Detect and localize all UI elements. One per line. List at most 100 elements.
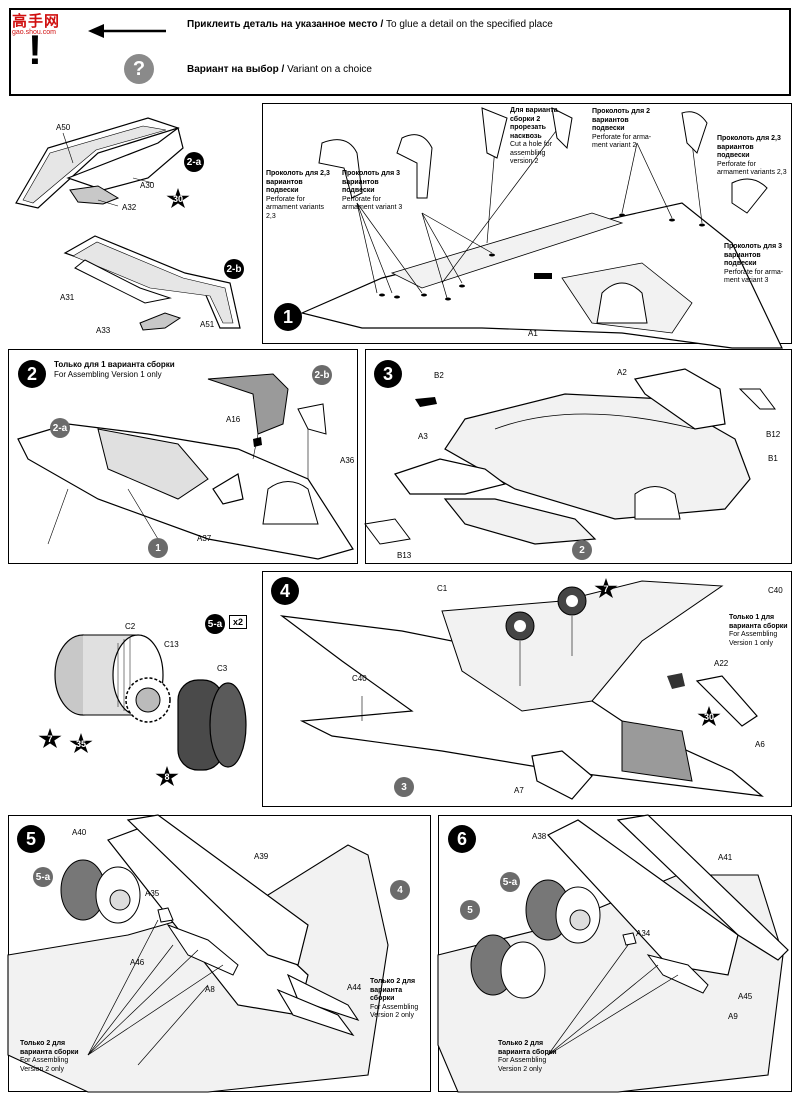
part-A34: A34 <box>636 929 651 938</box>
part-A45: A45 <box>738 992 753 1001</box>
part-A33: A33 <box>96 326 111 335</box>
part-A8: A8 <box>205 985 215 994</box>
part-A30: A30 <box>140 181 155 190</box>
part-A6: A6 <box>755 740 765 749</box>
part-A32: A32 <box>122 203 137 212</box>
part-B12: B12 <box>766 430 781 439</box>
step-5-number: 5 <box>17 825 45 853</box>
part-A38: A38 <box>532 832 547 841</box>
part-A1: A1 <box>528 329 538 338</box>
step-3-number: 3 <box>374 360 402 388</box>
step-6-drawing <box>437 814 789 1093</box>
watermark: 高手网 gao.shou.com <box>12 10 70 36</box>
ref-5a: 5-a <box>205 614 225 634</box>
part-A36: A36 <box>340 456 355 465</box>
note-en: Perforate for armament variant 3 <box>342 195 403 212</box>
part-A35: A35 <box>145 889 160 898</box>
subassembly-2b-drawing <box>63 235 241 331</box>
variant-instruction: Вариант на выбор / Variant on a choice <box>187 64 372 75</box>
note-en: Perforate for arma- ment variant 3 <box>724 268 784 285</box>
part-A3: A3 <box>418 432 428 441</box>
watermark-top: 高手网 <box>12 13 61 30</box>
note-en: For Assembling Version 2 only <box>20 1057 69 1073</box>
part-B2: B2 <box>434 371 444 380</box>
part-A41: A41 <box>718 853 733 862</box>
ref-2-step3: 2 <box>572 540 592 560</box>
glue-instruction: Приклеить деталь на указанное место / To… <box>187 19 553 30</box>
note-en: For Assembling Version 2 only <box>370 1003 419 1020</box>
part-A44: A44 <box>347 983 362 992</box>
note-en: For Assembling Version 1 only <box>729 631 778 647</box>
part-A40: A40 <box>72 828 87 837</box>
part-C3: C3 <box>217 664 228 673</box>
variant-separator: / <box>278 64 288 75</box>
note-en: Cut a hole for assembling version 2 <box>510 141 553 165</box>
ref-2b-step2: 2-b <box>312 365 332 385</box>
part-A50: A50 <box>56 123 71 132</box>
note-cut-hole-v2: Для варианта сборки 2 прорезать насквозь… <box>510 107 560 167</box>
part-B13: B13 <box>397 551 412 560</box>
note-ru: Проколоть для 2,3 вариантов подвески <box>717 135 781 159</box>
step-2-number: 2 <box>18 360 46 388</box>
note-en: Perforate for arma- ment variant 2 <box>592 133 652 150</box>
ref-3-step4: 3 <box>394 777 414 797</box>
part-C40-left: C40 <box>352 674 367 683</box>
step-6-number: 6 <box>448 825 476 853</box>
part-C1: C1 <box>437 584 448 593</box>
step-2-drawing <box>17 373 354 560</box>
note-en: For Assembling Version 1 only <box>54 370 162 379</box>
ref-5a-step5: 5-a <box>33 867 53 887</box>
part-A16: A16 <box>226 415 241 424</box>
ref-5a-step6: 5-a <box>500 872 520 892</box>
part-C13: C13 <box>164 640 179 649</box>
engine-5a-drawing <box>54 634 247 771</box>
ref-4-step5: 4 <box>390 880 410 900</box>
note-ru: Проколоть для 3 вариантов подвески <box>724 243 783 267</box>
note-ru: Проколоть для 2,3 вариантов подвески <box>266 170 330 194</box>
part-C40-right: C40 <box>768 586 783 595</box>
glue-separator: / <box>377 19 387 30</box>
note-en: Perforate for armament variants 2,3 <box>266 195 324 220</box>
part-A7: A7 <box>514 786 524 795</box>
watermark-bottom: gao.shou.com <box>12 29 56 36</box>
part-A9: A9 <box>728 1012 738 1021</box>
multiplier-x2: x2 <box>229 615 248 629</box>
note-ru: Только 2 для варианта сборки <box>20 1040 79 1056</box>
note-ru: Только 2 для варианта сборки <box>498 1040 557 1056</box>
glue-text-en: To glue a detail on the specified place <box>386 19 553 30</box>
glue-text-ru: Приклеить деталь на указанное место <box>187 19 378 30</box>
ref-5-step6: 5 <box>460 900 480 920</box>
ref-1-step2: 1 <box>148 538 168 558</box>
part-A31: A31 <box>60 293 75 302</box>
note-ru: Только 2 для варианта сборки <box>370 978 416 1002</box>
ref-2a: 2-a <box>184 152 204 172</box>
part-C2: C2 <box>125 622 136 631</box>
step-4-number: 4 <box>271 577 299 605</box>
note-ru: Только для 1 варианта сборки <box>54 360 175 369</box>
ref-2b: 2-b <box>224 259 244 279</box>
variant-text-en: Variant on a choice <box>287 64 372 75</box>
exclamation-icon: ! <box>28 26 42 73</box>
step-3-drawing <box>364 368 776 545</box>
variant-text-ru: Вариант на выбор <box>187 64 279 75</box>
step-1-drawing <box>300 107 783 349</box>
ref-2a-step2: 2-a <box>50 418 70 438</box>
arrow-left-icon <box>88 24 166 38</box>
question-icon: ? <box>124 54 154 84</box>
part-A2: A2 <box>617 368 627 377</box>
note-ru: Для варианта сборки 2 прорезать насквозь <box>510 107 558 140</box>
part-A46: A46 <box>130 958 145 967</box>
note-ru: Проколоть для 3 вариантов подвески <box>342 170 401 194</box>
note-en: Perforate for armament variants 2,3 <box>717 160 787 177</box>
subassembly-2a-drawing <box>15 117 184 209</box>
